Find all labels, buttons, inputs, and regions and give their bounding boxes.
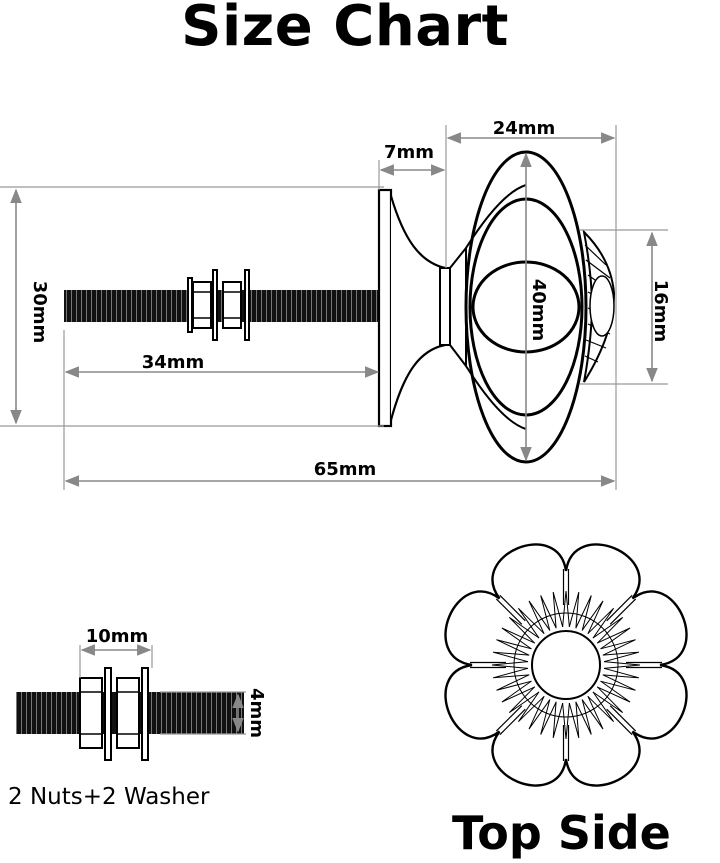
dim-label-front-diameter: 16mm: [650, 280, 671, 343]
hardware-caption: 2 Nuts+2 Washer: [8, 784, 210, 810]
side-view-nuts: [187, 269, 250, 341]
dim-label-base-diameter: 30mm: [29, 281, 50, 344]
dim-label-bolt-length: 34mm: [142, 352, 205, 373]
dim-label-nut-width: 10mm: [86, 626, 149, 647]
dim-label-neck-length: 7mm: [384, 142, 434, 163]
dim-label-total-length: 65mm: [314, 459, 377, 480]
top-view-flower: [444, 543, 688, 787]
side-view-knob: [377, 150, 616, 464]
top-view-label: Top Side: [452, 806, 671, 860]
dim-label-knob-diameter: 40mm: [528, 279, 549, 342]
dimension-arrows: [10, 132, 658, 487]
page-title: Size Chart: [181, 0, 509, 59]
extension-lines: [0, 125, 668, 490]
hardware-detail: [16, 644, 246, 761]
dim-label-thread-diameter: 4mm: [246, 688, 267, 738]
dim-label-knob-depth: 24mm: [493, 118, 556, 139]
